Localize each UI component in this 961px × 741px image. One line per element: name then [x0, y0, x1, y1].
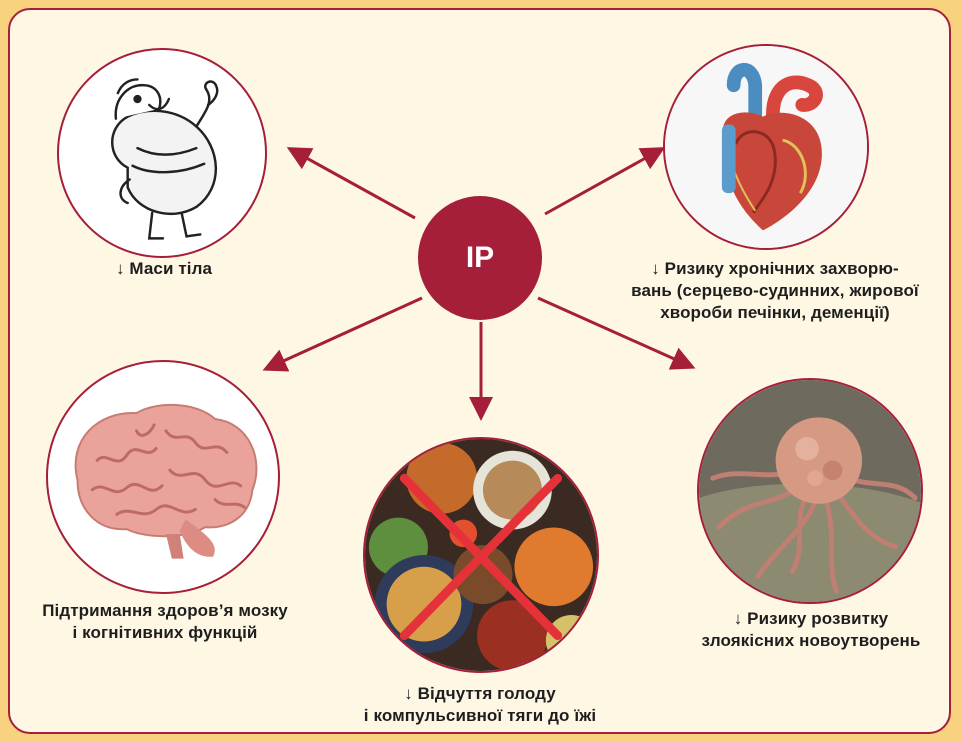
label-chronic-line-3: хвороби печінки, деменції) — [610, 302, 940, 324]
label-brain-line-1: Підтримання здоров’я мозку — [20, 600, 310, 622]
brain-illustration — [48, 362, 278, 592]
label-cancer-line-2: злоякісних новоутворень — [674, 630, 948, 652]
tumor-image-circle — [697, 378, 923, 604]
arrow-to-chronic — [545, 150, 660, 214]
brain-image-circle — [46, 360, 280, 594]
arrow-to-brain — [268, 298, 422, 368]
label-hunger: ↓ Відчуття голоду і компульсивної тяги д… — [330, 683, 630, 727]
food-illustration — [365, 439, 597, 671]
label-weight-line-1: ↓ Маси тіла — [66, 258, 262, 280]
label-chronic-line-1: ↓ Ризику хронічних захворю- — [610, 258, 940, 280]
label-hunger-line-2: і компульсивної тяги до їжі — [330, 705, 630, 727]
label-cancer-line-1: ↓ Ризику розвитку — [674, 608, 948, 630]
label-brain-line-2: і когнітивних функцій — [20, 622, 310, 644]
label-brain: Підтримання здоров’я мозку і когнітивних… — [20, 600, 310, 644]
label-chronic: ↓ Ризику хронічних захворю- вань (серцев… — [610, 258, 940, 324]
tumor-cell-illustration — [699, 380, 921, 602]
label-cancer: ↓ Ризику розвитку злоякісних новоутворен… — [674, 608, 948, 652]
label-hunger-line-1: ↓ Відчуття голоду — [330, 683, 630, 705]
label-weight: ↓ Маси тіла — [66, 258, 262, 280]
weight-image-circle — [57, 48, 267, 258]
label-chronic-line-2: вань (серцево-судинних, жирової — [610, 280, 940, 302]
heart-illustration — [665, 46, 867, 248]
heart-image-circle — [663, 44, 869, 250]
ir-center-node: ІР — [418, 196, 542, 320]
arrow-to-weight — [292, 150, 415, 218]
food-image-circle — [363, 437, 599, 673]
cartoon-man-illustration — [59, 50, 265, 256]
